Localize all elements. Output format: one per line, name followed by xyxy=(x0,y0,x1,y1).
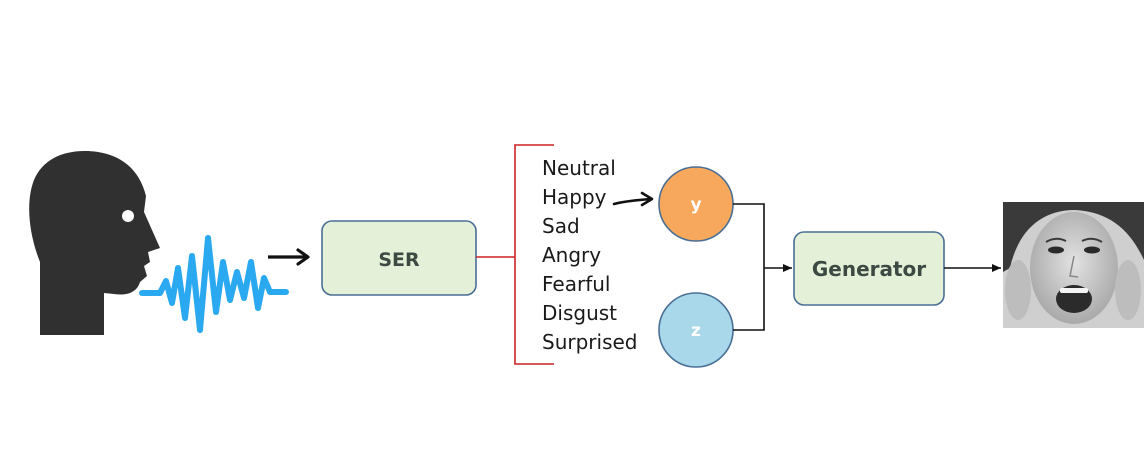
y-node: y xyxy=(658,166,734,242)
merge-connector xyxy=(733,203,792,331)
ser-label: SER xyxy=(378,249,420,271)
emotion-bracket xyxy=(476,144,554,365)
generator-label: Generator xyxy=(812,257,926,281)
z-label: z xyxy=(691,321,701,341)
arrow-to-ser xyxy=(268,248,310,266)
emotion-label: Neutral xyxy=(542,156,616,180)
speaking-head-icon xyxy=(29,151,161,335)
ser-block: SER xyxy=(321,220,477,296)
z-node: z xyxy=(658,292,734,368)
y-label: y xyxy=(690,195,701,215)
emotional-face-image xyxy=(1003,202,1144,328)
generator-block: Generator xyxy=(793,231,945,306)
emotion-label: Angry xyxy=(542,243,601,267)
arrow-happy-to-y xyxy=(612,191,654,207)
emotion-label: Sad xyxy=(542,214,580,238)
emotion-label: Disgust xyxy=(542,301,617,325)
emotion-label: Fearful xyxy=(542,272,610,296)
emotion-label-happy: Happy xyxy=(542,185,607,209)
sound-wave-icon xyxy=(139,235,289,333)
emotion-list: Neutral Happy Sad Angry Fearful Disgust … xyxy=(542,156,638,354)
head-eye xyxy=(122,210,134,222)
emotion-label: Surprised xyxy=(542,330,638,354)
